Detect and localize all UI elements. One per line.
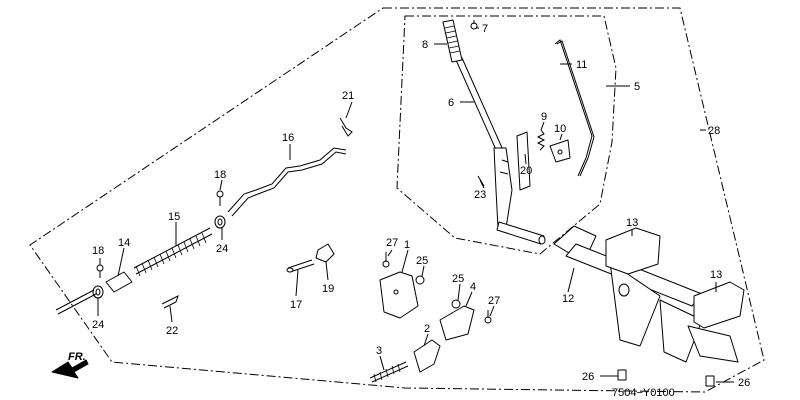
bolt-18-upper xyxy=(216,190,224,206)
nut-25-left xyxy=(415,275,425,285)
callout-27-right: 27 xyxy=(488,295,500,307)
front-direction-arrow: FR. xyxy=(51,351,89,379)
callout-26-right: 26 xyxy=(738,377,750,389)
callout-25-left: 25 xyxy=(416,255,428,267)
callout-1: 1 xyxy=(404,239,410,251)
bolt-18-lower xyxy=(96,264,104,278)
control-lever-6 xyxy=(455,57,546,245)
bolt-27-left xyxy=(382,252,390,268)
callout-6: 6 xyxy=(448,97,454,109)
bracket-13-lower xyxy=(693,281,745,329)
spring-3 xyxy=(369,361,409,383)
callout-13-lower: 13 xyxy=(710,269,722,281)
callout-24-lower: 24 xyxy=(92,319,104,331)
bracket-19 xyxy=(315,243,335,263)
rod-16 xyxy=(227,147,347,217)
callout-14: 14 xyxy=(118,237,130,249)
joint-14 xyxy=(105,271,133,293)
callout-13-upper: 13 xyxy=(626,217,638,229)
nut-25-right xyxy=(451,299,461,309)
bracket-10 xyxy=(549,139,571,163)
callout-27-left: 27 xyxy=(386,237,398,249)
callout-21: 21 xyxy=(342,90,354,102)
lever-grip-8 xyxy=(442,19,463,63)
clip-21 xyxy=(339,117,353,137)
clip-22 xyxy=(161,295,179,309)
bolt-27-right xyxy=(484,310,492,324)
callout-22: 22 xyxy=(166,325,178,337)
callout-18-lower: 18 xyxy=(92,245,104,257)
plate-2 xyxy=(413,339,441,373)
bolt-26-left xyxy=(617,369,627,381)
callout-5: 5 xyxy=(634,81,640,93)
collar-24-upper xyxy=(214,215,226,229)
callout-18-upper: 18 xyxy=(214,169,226,181)
callout-12: 12 xyxy=(562,293,574,305)
callout-24-upper: 24 xyxy=(216,243,228,255)
callout-28: 28 xyxy=(708,125,720,137)
callout-19: 19 xyxy=(322,283,334,295)
callout-17: 17 xyxy=(290,299,302,311)
callout-8: 8 xyxy=(422,39,428,51)
callout-labels: 8 7 6 11 5 9 10 20 23 21 16 18 15 14 18 … xyxy=(92,23,750,389)
callout-25-right: 25 xyxy=(452,273,464,285)
rod-11 xyxy=(554,39,595,177)
callout-4: 4 xyxy=(470,281,476,293)
callout-9: 9 xyxy=(541,111,547,123)
callout-3: 3 xyxy=(376,345,382,357)
leader-lines xyxy=(97,27,734,383)
bracket-1 xyxy=(379,271,419,319)
plate-lever-mount xyxy=(516,131,531,191)
callout-26-left: 26 xyxy=(582,371,594,383)
callout-11: 11 xyxy=(576,59,587,71)
callout-23: 23 xyxy=(474,189,486,201)
spring-pin-17 xyxy=(286,259,315,273)
plate-4 xyxy=(439,305,475,341)
callout-16: 16 xyxy=(282,132,294,144)
callout-7: 7 xyxy=(482,23,488,35)
spring-15 xyxy=(133,227,213,277)
collar-24-lower xyxy=(92,285,104,299)
rod-lower-left xyxy=(55,289,97,315)
callout-20: 20 xyxy=(520,165,532,177)
front-label: FR. xyxy=(68,351,86,363)
callout-15: 15 xyxy=(168,211,180,223)
spring-9 xyxy=(536,129,546,151)
assembly-boundary-28 xyxy=(29,7,765,393)
subassembly-boundary-5 xyxy=(396,15,617,255)
pin-7 xyxy=(470,20,478,30)
callout-2: 2 xyxy=(424,323,430,335)
diagram-code: 7504−Y0100 xyxy=(612,387,675,399)
bolt-26-right xyxy=(705,375,715,387)
bracket-13-upper xyxy=(605,227,661,275)
frame-12 xyxy=(553,225,739,363)
callout-10: 10 xyxy=(554,123,566,135)
